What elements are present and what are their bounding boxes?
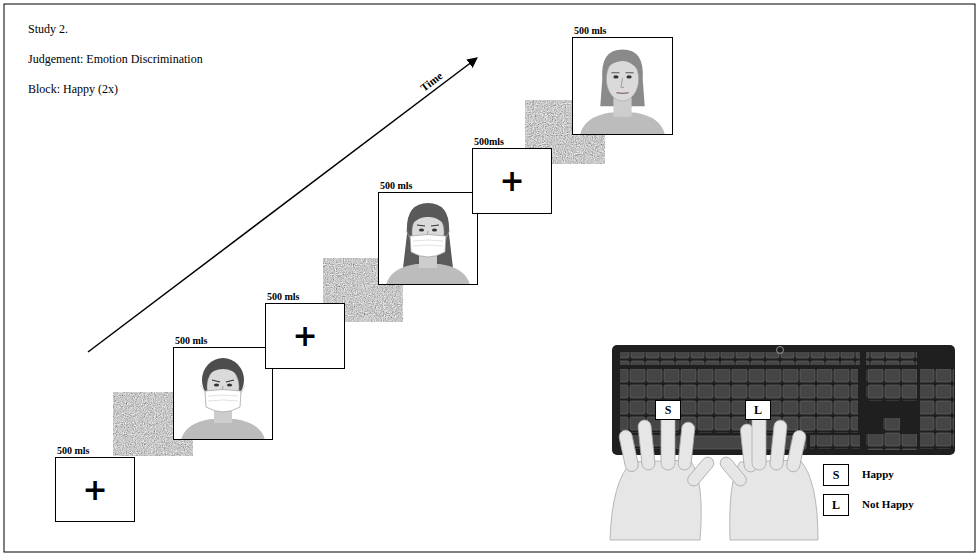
response-label: Not Happy (862, 498, 914, 510)
duration-label: 500 mls (57, 445, 90, 456)
duration-label: 500 mls (574, 25, 607, 36)
key-letter: L (832, 499, 840, 511)
key-box: S (823, 464, 849, 486)
condition-note: Block: Happy (2x) (28, 82, 118, 97)
response-label: Happy (862, 468, 894, 480)
figure-title: Study 2. (28, 22, 68, 37)
axis-label: Time (418, 69, 445, 93)
key-letter: S (833, 469, 840, 481)
condition-note: Judgement: Emotion Discrimination (28, 52, 203, 67)
fixation-cross: + (499, 166, 524, 196)
fixation-frame: 500 mls+ (55, 457, 135, 522)
key-box: L (823, 494, 849, 516)
key-letter: L (754, 404, 762, 416)
key-box: L (745, 400, 771, 420)
fixation-frame: 500mls+ (472, 148, 552, 214)
duration-label: 500 mls (267, 291, 300, 302)
key-letter: S (665, 404, 672, 416)
fixation-cross: + (82, 475, 107, 505)
duration-label: 500mls (474, 136, 504, 147)
stimulus-frame: 500 mls (173, 347, 273, 440)
stimulus-frame: 500 mls (378, 192, 478, 285)
duration-label: 500 mls (380, 180, 413, 191)
duration-label: 500 mls (175, 335, 208, 346)
fixation-cross: + (292, 321, 317, 351)
key-box: S (655, 400, 681, 420)
fixation-frame: 500 mls+ (265, 303, 345, 369)
stimulus-frame: 500 mls (572, 37, 673, 135)
